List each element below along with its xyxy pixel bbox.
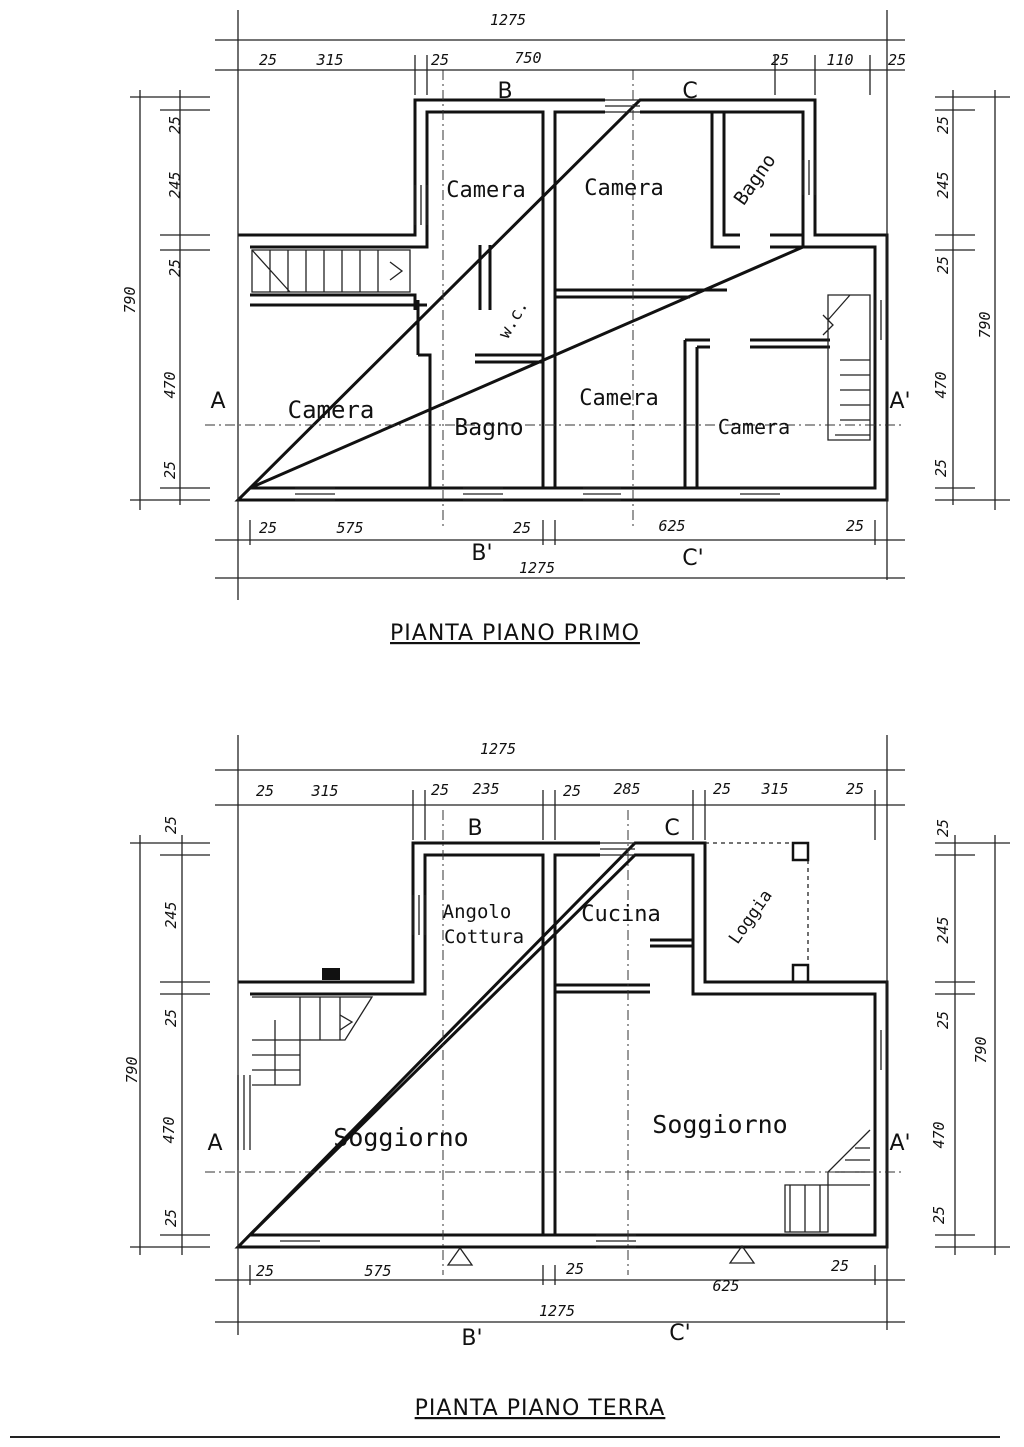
dimension-label: 25 [166,116,184,134]
dimension-label: 315 [310,782,338,800]
section-marker: C' [669,1321,690,1346]
loggia-outline [322,841,810,984]
dimension-label: 25 [888,51,906,69]
dimension-label: 25 [256,782,274,800]
upper-axis-lines [205,70,905,530]
dimension-label: 25 [934,116,952,134]
dimension-label: 245 [934,171,952,198]
room-label: Cottura [444,926,524,948]
room-label: Angolo [443,901,512,923]
section-marker: A' [889,1131,910,1156]
upper-partition-walls [250,112,830,488]
dimension-label: 25 [566,1260,584,1278]
room-label: Camera [288,396,375,424]
dimension-label: 625 [658,517,685,535]
section-marker: C [682,79,697,104]
dimension-label: 575 [336,519,363,537]
upper-inner-wall [249,110,877,490]
dimension-label: 25 [846,780,864,798]
dimension-label: 245 [162,901,180,928]
dimension-label: 25 [934,256,952,274]
dimension-label: 1275 [539,1302,575,1320]
plan-title: PIANTA PIANO PRIMO [390,621,640,646]
lower-axis-lines [205,810,905,1275]
dimension-label: 25 [162,1209,180,1227]
dimension-label: 790 [121,286,139,313]
dimension-label: 235 [472,780,499,798]
dimension-label: 25 [563,782,581,800]
dimension-label: 315 [315,51,343,69]
dimension-label: 285 [613,780,640,798]
section-marker: C' [682,546,703,571]
section-marker: B' [471,541,492,566]
plan-title: PIANTA PIANO TERRA [415,1396,666,1421]
dimension-label: 25 [256,1262,274,1280]
dimension-label: 25 [431,781,449,799]
section-marker: A [210,389,225,414]
dimension-label: 470 [930,1121,948,1148]
dimension-label: 25 [771,51,789,69]
lower-axis-markers [446,1244,756,1266]
dimension-label: 25 [932,459,950,477]
dimension-label: 25 [934,1011,952,1029]
room-label: Soggiorno [333,1123,468,1152]
section-marker: A [207,1131,222,1156]
upper-stairs [251,249,871,441]
dimension-label: 25 [934,819,952,837]
room-label: Camera [579,386,658,411]
dimension-label: 25 [831,1257,849,1275]
dimension-label: 790 [123,1056,141,1083]
dimension-label: 470 [161,371,179,398]
lower-partition-walls [555,938,693,994]
dimension-label: 750 [514,49,541,67]
room-label: Soggiorno [652,1110,787,1139]
dimension-label: 625 [712,1277,739,1295]
lower-inner-wall [246,853,877,1237]
dimension-label: 245 [166,171,184,198]
upper-floor-plan [205,70,905,530]
dimension-label: 25 [162,816,180,834]
dimension-label: 790 [976,311,994,338]
dimension-label: 1275 [490,11,526,29]
room-label: Camera [446,178,525,203]
dimension-label: 110 [826,51,853,69]
dimension-label: 1275 [519,559,555,577]
section-marker: B [467,816,482,841]
dimension-label: 245 [934,916,952,943]
dimension-label: 470 [160,1116,178,1143]
section-marker: A' [889,389,910,414]
room-label: Camera [718,415,790,439]
dimension-label: 25 [162,1009,180,1027]
room-label: Cucina [581,902,660,927]
section-marker: B [497,79,512,104]
room-label: Bagno [454,415,523,441]
dimension-label: 25 [713,780,731,798]
dimension-label: 575 [364,1262,391,1280]
dimension-label: 315 [760,780,788,798]
room-label: Camera [584,176,663,201]
section-marker: C [664,816,679,841]
dimension-label: 25 [161,461,179,479]
section-marker: B' [461,1326,482,1351]
dimension-label: 790 [972,1036,990,1063]
dimension-label: 1275 [480,740,516,758]
dimension-label: 470 [932,371,950,398]
dimension-label: 25 [431,51,449,69]
dimension-label: 25 [513,519,531,537]
dimension-label: 25 [846,517,864,535]
dimension-lines [10,10,1010,1438]
dimension-label: 25 [259,519,277,537]
dimension-label: 25 [259,51,277,69]
dimension-label: 25 [166,259,184,277]
dimension-label: 25 [930,1206,948,1224]
